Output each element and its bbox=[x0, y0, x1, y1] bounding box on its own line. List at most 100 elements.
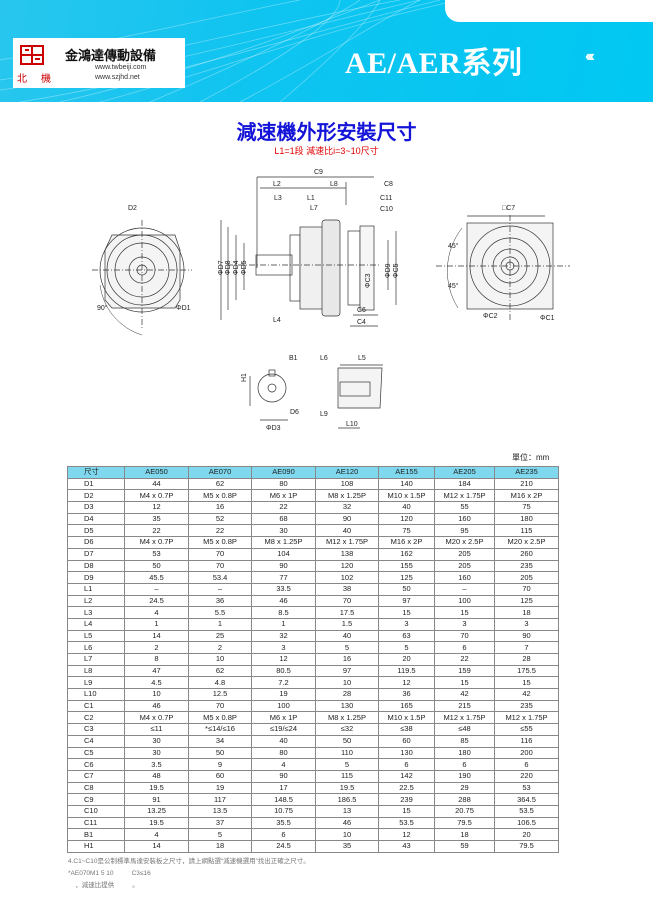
row-label: C3 bbox=[67, 723, 125, 736]
url-1: www.twbeiji.com bbox=[95, 64, 147, 71]
header-model: AE090 bbox=[251, 466, 316, 479]
cell-value: 162 bbox=[378, 547, 435, 561]
cell-value: M5 x 0.8P bbox=[188, 489, 252, 503]
cell-value: 24.5 bbox=[124, 594, 189, 608]
label-d6: D6 bbox=[290, 409, 299, 416]
row-label: C4 bbox=[67, 734, 125, 748]
row-label: D5 bbox=[67, 524, 125, 538]
row-label: C6 bbox=[67, 758, 125, 771]
label-d3: ΦD3 bbox=[266, 425, 281, 432]
cell-value: 45.5 bbox=[124, 571, 189, 584]
cell-value: M12 x 1.75P bbox=[494, 711, 559, 725]
cell-value: 13.5 bbox=[188, 804, 252, 818]
cell-value: 186.5 bbox=[315, 793, 379, 806]
cell-value: 15 bbox=[378, 804, 435, 818]
row-label: L10 bbox=[67, 688, 125, 701]
cell-value: 10 bbox=[315, 828, 379, 841]
label-45deg-b: 45° bbox=[448, 282, 459, 290]
row-label: L1 bbox=[67, 582, 125, 596]
header-banner: 北機 金鴻達傳動設備 www.twbeiji.com www.szjhd.net… bbox=[0, 0, 653, 102]
cell-value: M6 x 1P bbox=[251, 489, 316, 503]
cell-value: *≤14/≤16 bbox=[188, 723, 252, 736]
cell-value: 60 bbox=[188, 769, 252, 783]
row-label: D2 bbox=[67, 489, 125, 503]
cell-value: 180 bbox=[494, 512, 559, 526]
cell-value: 14 bbox=[124, 629, 189, 643]
company-name: 金鴻達傳動設備 bbox=[65, 49, 157, 64]
cell-value: 13 bbox=[315, 804, 379, 818]
cell-value: 80 bbox=[251, 746, 316, 760]
cell-value: 7.2 bbox=[251, 676, 316, 690]
cell-value: 190 bbox=[434, 769, 495, 783]
cell-value: M20 x 2.5P bbox=[494, 536, 559, 549]
cell-value: 3 bbox=[494, 617, 559, 631]
cell-value: M5 x 0.8P bbox=[188, 711, 252, 725]
cell-value: 138 bbox=[315, 547, 379, 561]
cell-value: 6 bbox=[494, 758, 559, 771]
cell-value: 19.5 bbox=[124, 816, 189, 830]
side-view-drawing bbox=[220, 176, 397, 327]
cell-value: 70 bbox=[315, 594, 379, 608]
cell-value: 3 bbox=[434, 617, 495, 631]
cell-value: 19 bbox=[188, 781, 252, 795]
cell-value: 5 bbox=[378, 641, 435, 654]
cell-value: 16 bbox=[188, 501, 252, 514]
cell-value: 37 bbox=[188, 816, 252, 830]
header-model: AE050 bbox=[124, 466, 189, 479]
row-label: L3 bbox=[67, 606, 125, 619]
label-d9: ΦD9 bbox=[385, 263, 392, 278]
cell-value: – bbox=[434, 582, 495, 596]
cell-value: ≤11 bbox=[124, 723, 189, 736]
cell-value: 20 bbox=[378, 653, 435, 666]
cell-value: 6 bbox=[434, 758, 495, 771]
cell-value: M4 x 0.7P bbox=[124, 536, 189, 549]
cell-value: ≤19/≤24 bbox=[251, 723, 316, 736]
cell-value: M12 x 1.75P bbox=[434, 489, 495, 503]
cell-value: 77 bbox=[251, 571, 316, 584]
cell-value: 97 bbox=[378, 594, 435, 608]
cell-value: 40 bbox=[251, 734, 316, 748]
cell-value: 120 bbox=[315, 559, 379, 573]
cell-value: 130 bbox=[315, 699, 379, 713]
cell-value: 5 bbox=[315, 641, 379, 654]
cell-value: 20 bbox=[494, 828, 559, 841]
cell-value: 5 bbox=[188, 828, 252, 841]
cell-value: 60 bbox=[378, 734, 435, 748]
cell-value: 3 bbox=[251, 641, 316, 654]
series-title: AE/AER系列 bbox=[345, 47, 523, 80]
label-c3: ΦC3 bbox=[365, 273, 372, 288]
cell-value: ≤38 bbox=[378, 723, 435, 736]
row-label: L4 bbox=[67, 617, 125, 631]
label-d8: ΦD8 bbox=[225, 260, 232, 275]
cell-value: 28 bbox=[315, 688, 379, 701]
cell-value: M4 x 0.7P bbox=[124, 711, 189, 725]
cell-value: 40 bbox=[315, 629, 379, 643]
cell-value: 80 bbox=[251, 477, 316, 491]
cell-value: 165 bbox=[378, 699, 435, 713]
cell-value: ≤48 bbox=[434, 723, 495, 736]
cell-value: 205 bbox=[494, 571, 559, 584]
cell-value: 12 bbox=[378, 676, 435, 690]
cell-value: 40 bbox=[315, 524, 379, 538]
header-model: AE235 bbox=[494, 466, 559, 479]
label-l9: L9 bbox=[320, 411, 328, 418]
row-label: D6 bbox=[67, 536, 125, 549]
cell-value: 53 bbox=[124, 547, 189, 561]
cell-value: 40 bbox=[378, 501, 435, 514]
row-label: L7 bbox=[67, 653, 125, 666]
cell-value: 17.5 bbox=[315, 606, 379, 619]
cell-value: 12 bbox=[251, 653, 316, 666]
cell-value: 15 bbox=[434, 606, 495, 619]
cell-value: 106.5 bbox=[494, 816, 559, 830]
cell-value: 22.5 bbox=[378, 781, 435, 795]
